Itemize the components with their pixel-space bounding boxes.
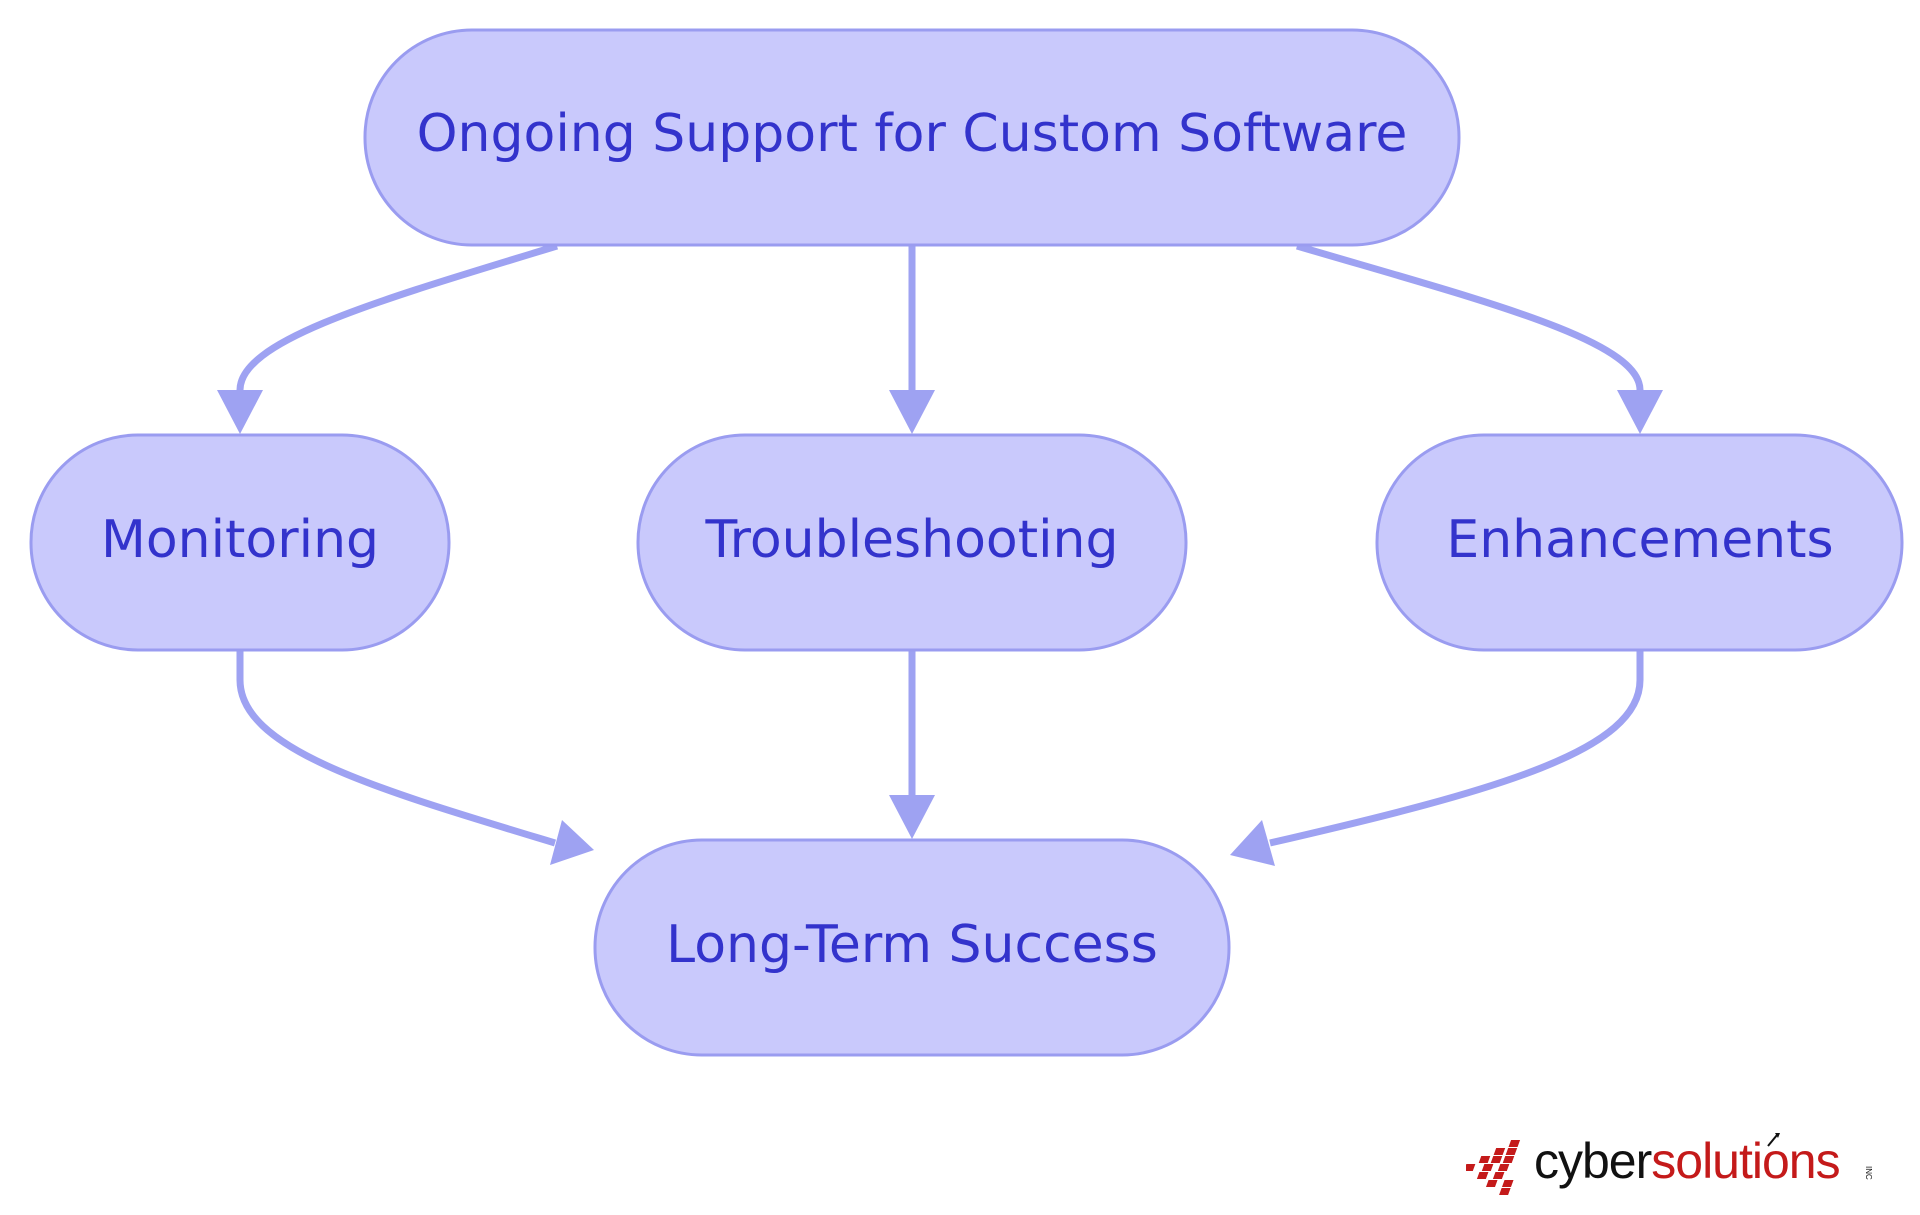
node-troubleshooting-label: Troubleshooting [704, 510, 1118, 570]
arrowhead-enhancements [1617, 390, 1663, 434]
node-success-shape [593, 838, 1231, 1057]
edges [217, 242, 1663, 866]
logo-pen-icon [1767, 1133, 1780, 1147]
cybersolutions-logo: cybersolutions INC [1466, 1133, 1873, 1195]
node-monitoring-shape [29, 433, 451, 652]
node-monitoring-label: Monitoring [101, 510, 379, 570]
node-troubleshooting: Troubleshooting [636, 433, 1188, 652]
logo-mark-icon [1466, 1140, 1521, 1195]
edge-monitoring-to-success [236, 651, 557, 847]
arrowhead-success-left [550, 820, 594, 865]
arrowhead-monitoring [217, 390, 263, 434]
svg-text:cybersolutions: cybersolutions [1534, 1133, 1840, 1189]
node-root-shape [363, 28, 1461, 247]
edge-enhancements-to-success [1269, 651, 1644, 847]
logo-text-cyber: cyber [1534, 1133, 1652, 1189]
node-monitoring: Monitoring [29, 433, 451, 652]
edge-root-to-monitoring [236, 242, 559, 391]
node-enhancements-shape [1375, 433, 1904, 652]
node-success-label: Long-Term Success [666, 915, 1158, 975]
node-enhancements-label: Enhancements [1446, 510, 1833, 570]
arrowhead-success-right [1230, 820, 1275, 866]
node-troubleshooting-shape [636, 433, 1188, 652]
edge-root-to-enhancements [1296, 242, 1644, 391]
node-root: Ongoing Support for Custom Software [363, 28, 1461, 247]
arrowhead-troubleshooting [889, 390, 935, 434]
logo-suffix: INC [1864, 1166, 1873, 1180]
arrowhead-success-middle [889, 795, 935, 839]
node-root-label: Ongoing Support for Custom Software [417, 104, 1408, 164]
logo-text-solutions: solutions [1651, 1133, 1839, 1189]
node-enhancements: Enhancements [1375, 433, 1904, 652]
node-success: Long-Term Success [593, 838, 1231, 1057]
